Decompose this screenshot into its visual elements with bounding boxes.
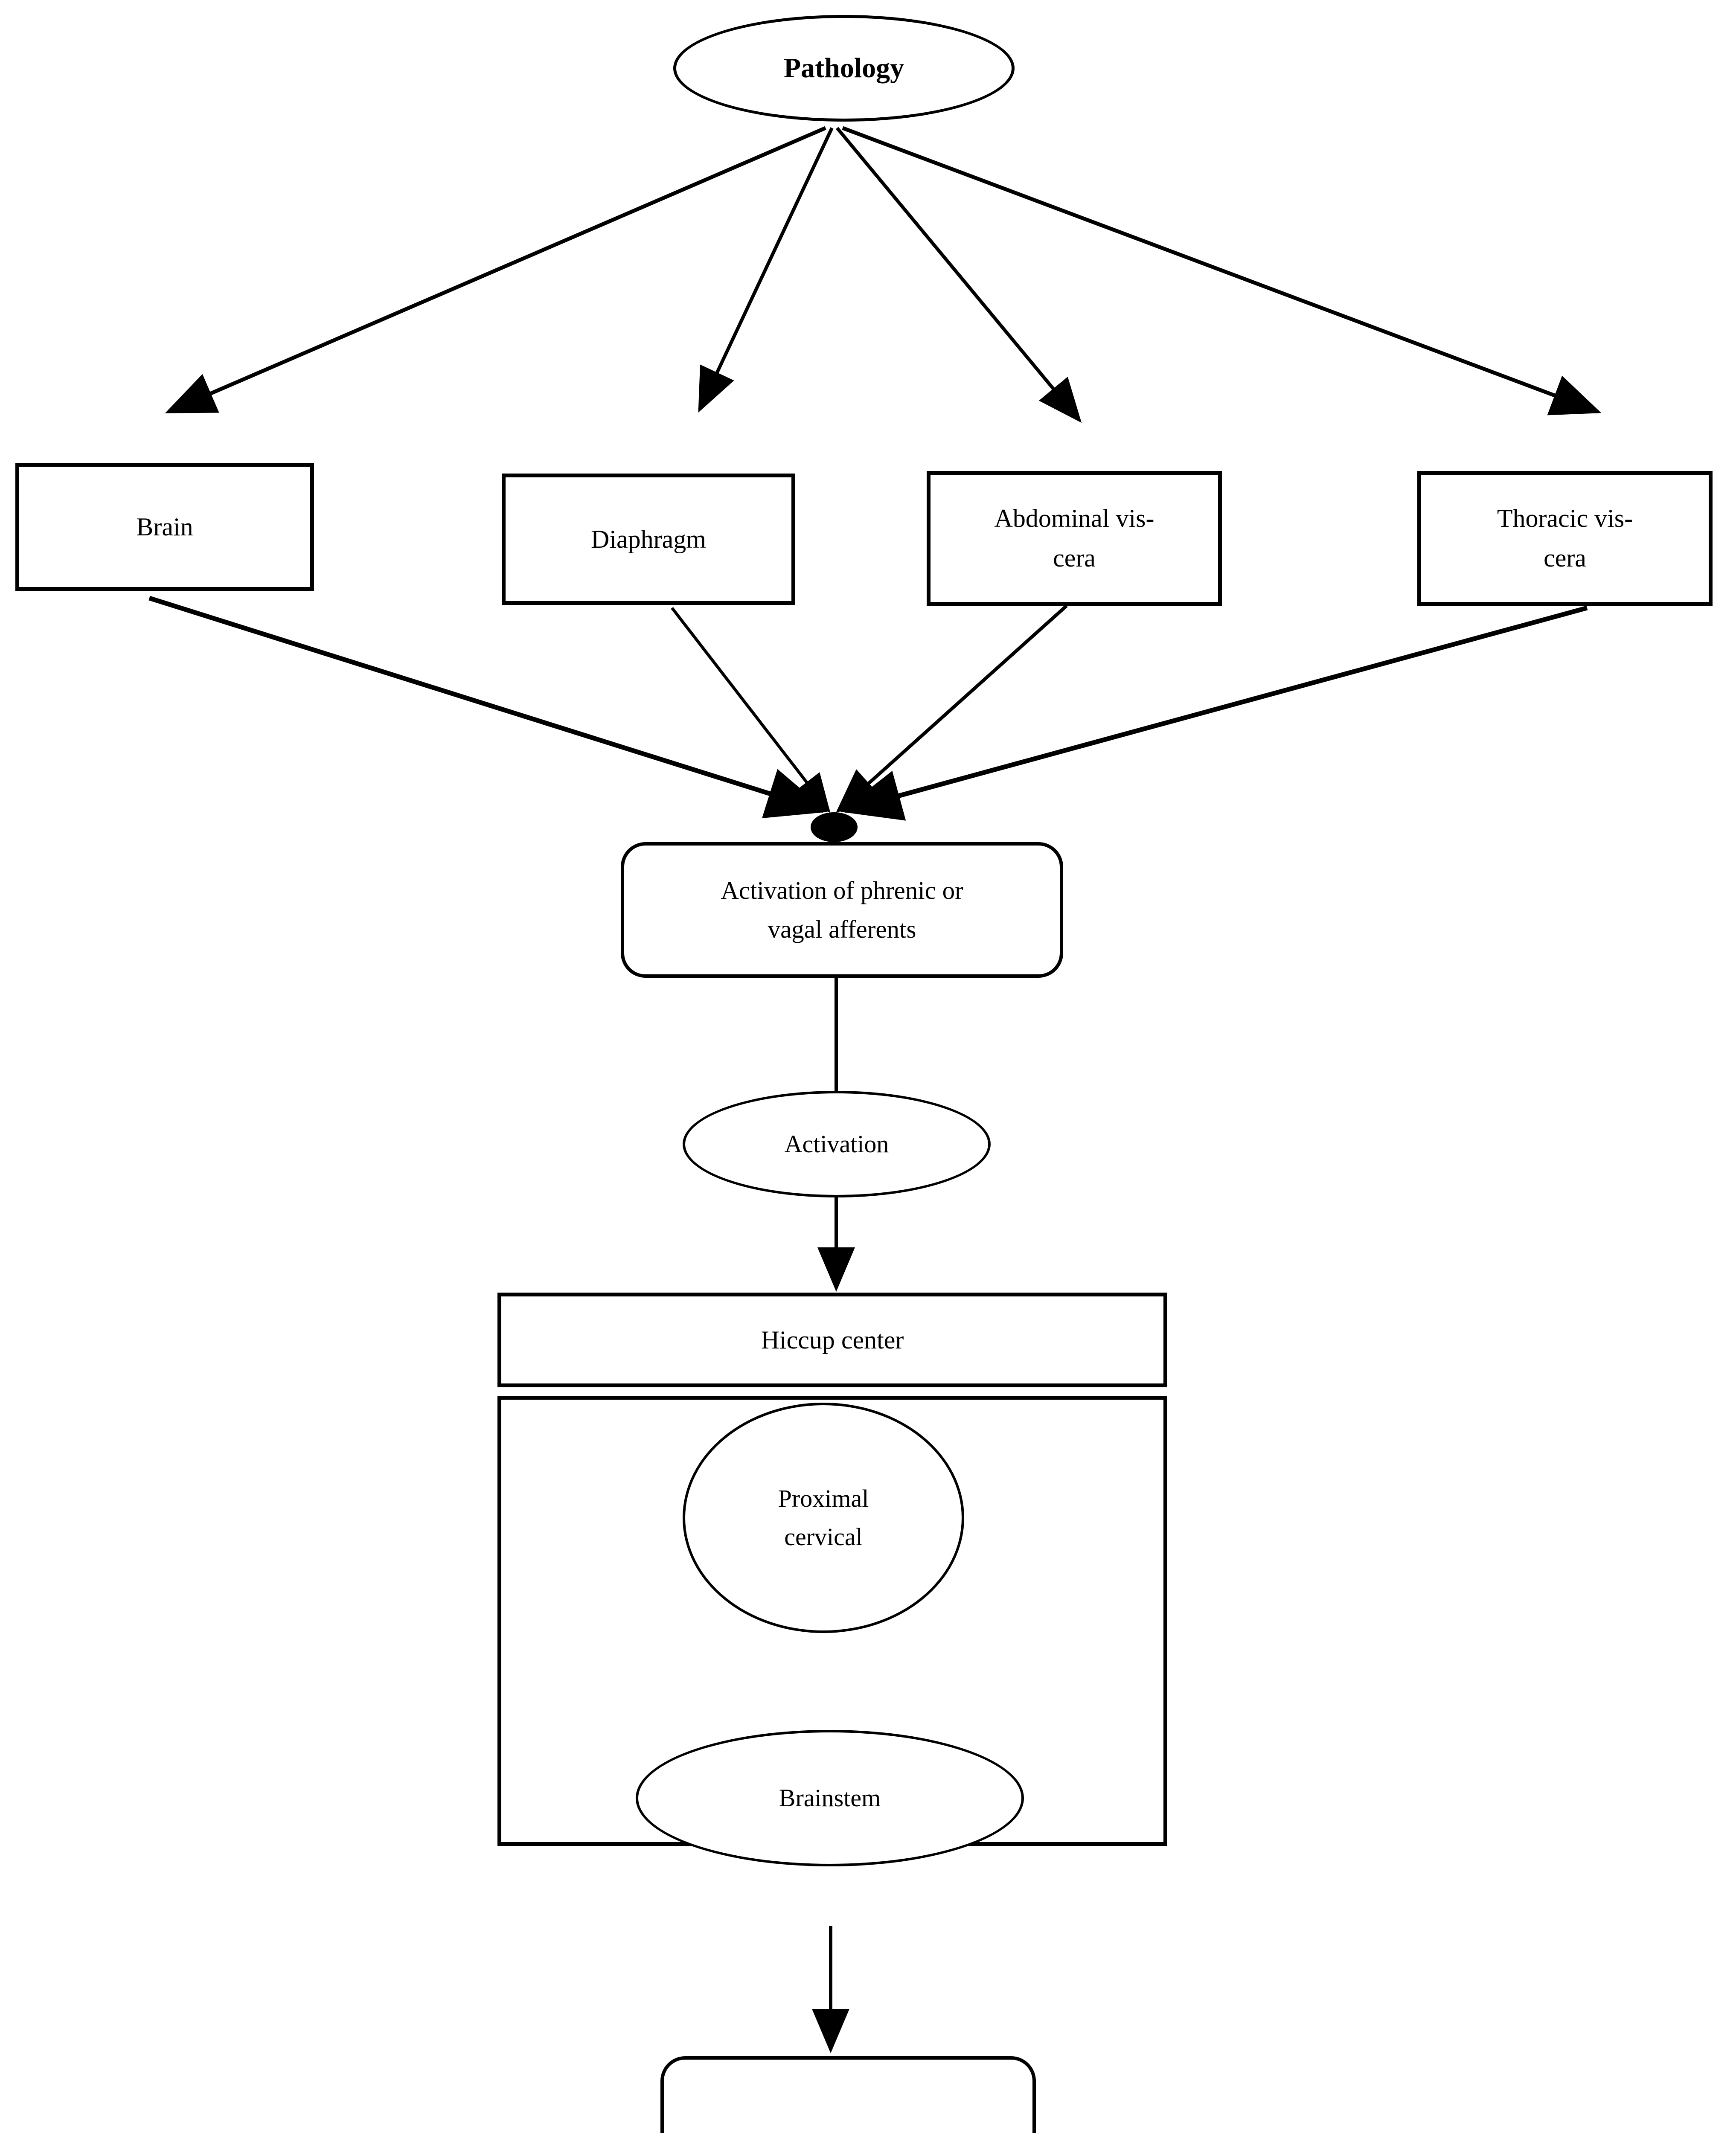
node-pathology-label: Pathology — [783, 52, 904, 84]
junction-dot-icon — [811, 812, 858, 842]
edge-brain-to-junction — [148, 596, 828, 819]
node-brain-label: Brain — [136, 512, 193, 541]
node-diaphragm[interactable]: Diaphragm — [502, 474, 795, 605]
node-activation-of-motor-afferents[interactable]: Activation of motor afferents (inter- co… — [660, 2056, 1036, 2133]
node-activation[interactable]: Activation — [683, 1091, 991, 1197]
edge-abdominal-to-junction — [836, 604, 1068, 813]
node-proximal-cervical-label: Proximal cervical — [685, 1479, 962, 1556]
node-afferents-line1: Activation of phrenic or — [721, 876, 963, 904]
edge-thoracic-to-junction — [840, 605, 1588, 821]
node-activation-of-phrenic-or-vagal-afferents[interactable]: Activation of phrenic or vagal afferents — [621, 842, 1063, 978]
node-thoracic-viscera[interactable]: Thoracic vis- cera — [1417, 471, 1713, 606]
node-abdominal-viscera-label: Abdominal vis- cera — [931, 499, 1218, 578]
edge-pathology-to-diaphragm — [698, 127, 834, 413]
edge-diaphragm-to-junction — [671, 607, 831, 813]
node-brainstem-label: Brainstem — [779, 1784, 881, 1812]
edge-pathology-to-thoracic-viscera — [842, 126, 1602, 416]
node-thoracic-viscera-label: Thoracic vis- cera — [1421, 499, 1709, 578]
node-abdominal-viscera-line2: cera — [1053, 544, 1096, 572]
node-thoracic-viscera-line1: Thoracic vis- — [1497, 504, 1633, 532]
edge-pathology-to-abdominal-viscera — [835, 127, 1082, 423]
node-abdominal-viscera[interactable]: Abdominal vis- cera — [927, 471, 1222, 606]
node-proximal-cervical[interactable]: Proximal cervical — [683, 1403, 964, 1633]
node-thoracic-viscera-line2: cera — [1544, 544, 1586, 572]
node-afferents-line2: vagal afferents — [768, 915, 916, 943]
node-brain[interactable]: Brain — [15, 463, 314, 591]
node-hiccup-center-header[interactable]: Hiccup center — [497, 1293, 1167, 1387]
node-proximal-cervical-line1: Proximal — [778, 1485, 869, 1513]
node-diaphragm-label: Diaphragm — [591, 525, 706, 553]
node-proximal-cervical-line2: cervical — [784, 1523, 863, 1551]
node-hiccup-center-label: Hiccup center — [761, 1325, 904, 1354]
node-afferents-label: Activation of phrenic or vagal afferents — [624, 871, 1060, 949]
node-activation-label: Activation — [784, 1130, 889, 1158]
node-brainstem[interactable]: Brainstem — [636, 1730, 1024, 1866]
edge-pathology-to-brain — [165, 126, 826, 414]
node-abdominal-viscera-line1: Abdominal vis- — [994, 504, 1154, 532]
node-pathology[interactable]: Pathology — [673, 15, 1015, 122]
